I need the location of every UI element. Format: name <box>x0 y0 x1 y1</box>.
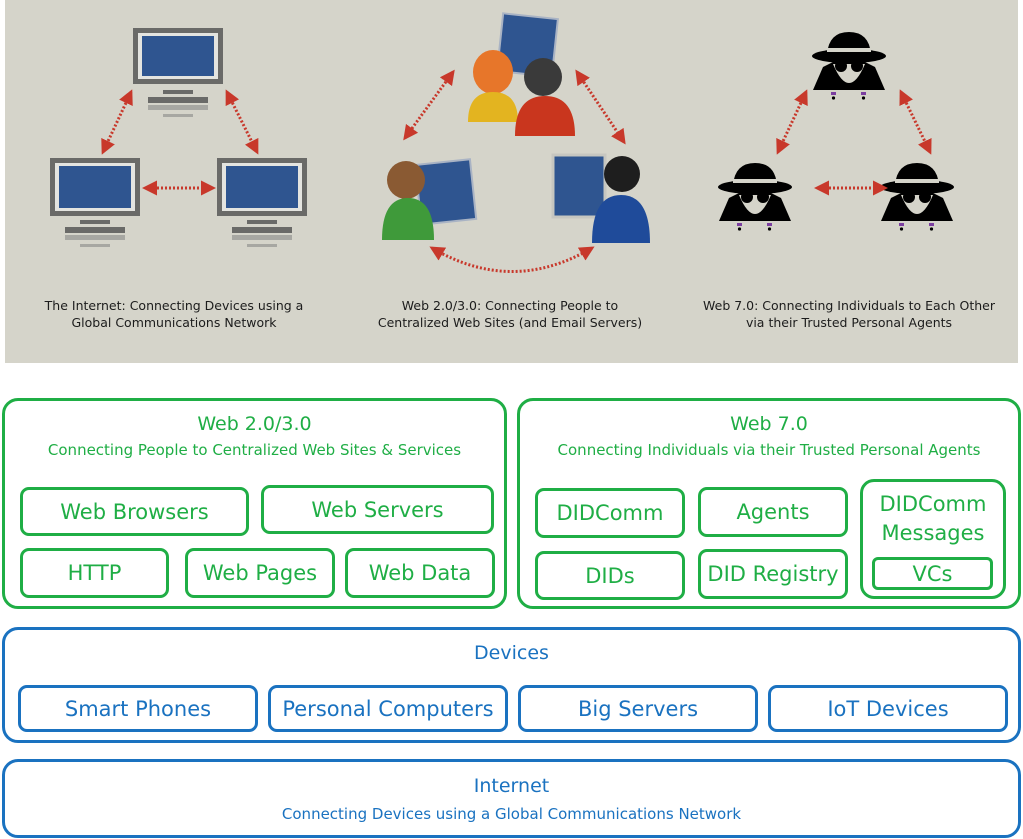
agents-box: Agents <box>698 487 848 537</box>
agent-left <box>718 163 792 231</box>
agent-top <box>812 32 886 100</box>
iot-devices-box: IoT Devices <box>768 685 1008 732</box>
web-pages-box: Web Pages <box>185 548 335 598</box>
web7-subtitle: Connecting Individuals via their Trusted… <box>557 441 981 459</box>
caption-line: Web 7.0: Connecting Individuals to Each … <box>703 298 995 313</box>
vcs-box: VCs <box>872 557 993 590</box>
caption-line: The Internet: Connecting Devices using a <box>44 298 304 313</box>
web-servers-box: Web Servers <box>261 485 494 534</box>
big-servers-box: Big Servers <box>518 685 758 732</box>
spy-agents-icon <box>718 32 954 231</box>
caption-line: via their Trusted Personal Agents <box>745 315 953 330</box>
internet-illustration: The Internet: Connecting Devices using a… <box>5 0 343 363</box>
didcomm-messages-label: DIDComm <box>879 492 987 516</box>
web2-subtitle: Connecting People to Centralized Web Sit… <box>47 441 462 459</box>
web7-illustration: Web 7.0: Connecting Individuals to Each … <box>680 0 1018 363</box>
computer-network-icon <box>50 28 307 247</box>
devices-title: Devices <box>474 642 549 664</box>
computer-top <box>133 28 223 117</box>
did-registry-box: DID Registry <box>698 549 848 599</box>
devices-layer: Devices Smart Phones Personal Computers … <box>2 627 1021 743</box>
dids-box: DIDs <box>535 551 685 600</box>
smart-phones-box: Smart Phones <box>18 685 258 732</box>
web2-illustration: Web 2.0/3.0: Connecting People to Centra… <box>340 0 680 363</box>
web2-caption: Web 2.0/3.0: Connecting People to Centra… <box>340 297 680 331</box>
didcomm-box: DIDComm <box>535 488 685 538</box>
web7-title: Web 7.0 <box>730 413 808 435</box>
caption-line: Web 2.0/3.0: Connecting People to <box>401 298 619 313</box>
agent-right <box>880 163 954 231</box>
internet-layer: Internet Connecting Devices using a Glob… <box>2 759 1021 838</box>
web2-layer: Web 2.0/3.0 Connecting People to Central… <box>2 398 507 609</box>
computer-left <box>50 158 140 247</box>
web-browsers-box: Web Browsers <box>20 487 249 536</box>
didcomm-messages-label: Messages <box>881 521 985 545</box>
web7-caption: Web 7.0: Connecting Individuals to Each … <box>680 297 1018 331</box>
people-at-computers-icon <box>382 12 650 273</box>
computer-right <box>217 158 307 247</box>
didcomm-messages-box: DIDComm Messages VCs <box>860 479 1006 599</box>
caption-line: Centralized Web Sites (and Email Servers… <box>377 315 643 330</box>
web7-layer: Web 7.0 Connecting Individuals via their… <box>517 398 1021 609</box>
personal-computers-box: Personal Computers <box>268 685 508 732</box>
web2-title: Web 2.0/3.0 <box>197 413 312 435</box>
internet-title: Internet <box>473 775 550 797</box>
internet-caption: The Internet: Connecting Devices using a… <box>5 297 343 331</box>
web-data-box: Web Data <box>345 548 495 598</box>
caption-line: Global Communications Network <box>71 315 277 330</box>
http-box: HTTP <box>20 548 169 598</box>
illustration-panel: The Internet: Connecting Devices using a… <box>5 0 1018 363</box>
internet-subtitle: Connecting Devices using a Global Commun… <box>281 805 742 823</box>
